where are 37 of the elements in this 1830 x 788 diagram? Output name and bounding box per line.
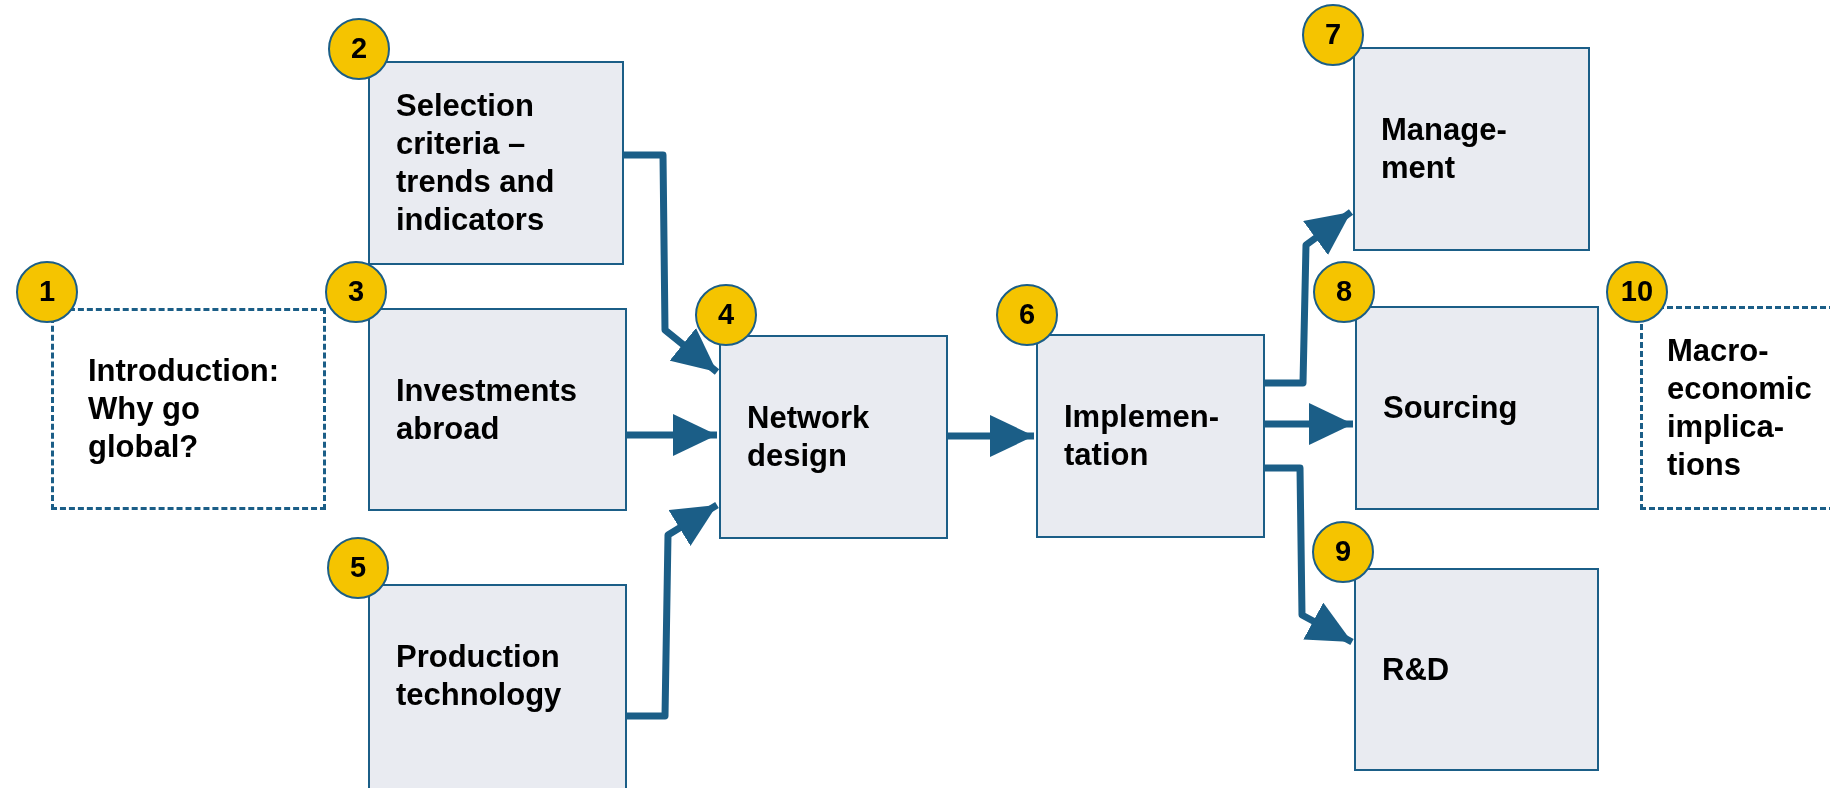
arrow [1265,209,1354,387]
box-label: Introduction: Why go global? [88,352,281,466]
process-box [719,335,948,539]
box-label: Production technology [396,638,563,714]
arrow [948,415,1034,457]
dashed-box [51,308,326,510]
box-label: Network design [747,399,871,475]
callout-number: 4 [695,284,757,346]
process-box [1355,306,1599,510]
box-label: Manage- ment [1381,111,1508,187]
callout-number: 5 [327,537,389,599]
box-label: Implemen- tation [1064,398,1221,474]
box-label: Selection criteria – trends and indicators [396,87,556,239]
arrow [1265,464,1354,646]
box-label: Sourcing [1383,389,1519,427]
process-box [1354,568,1599,771]
dashed-box [1640,306,1830,510]
process-box [368,584,627,788]
callout-number: 1 [16,261,78,323]
process-box [1353,47,1590,251]
process-box [368,308,627,511]
process-box [368,61,624,265]
process-box [1036,334,1265,538]
box-label: Macro- economic implica- tions [1667,332,1813,484]
box-label: Investments abroad [396,371,578,448]
callout-number: 3 [325,261,387,323]
callout-number: 8 [1313,261,1375,323]
callout-number: 2 [328,18,390,80]
arrow [627,502,719,720]
callout-number: 9 [1312,521,1374,583]
callout-number: 10 [1606,261,1668,323]
arrow [1265,403,1353,445]
callout-number: 6 [996,284,1058,346]
box-label: R&D [1382,650,1451,689]
arrow [627,414,717,456]
callout-number: 7 [1302,4,1364,66]
arrow [624,151,720,375]
